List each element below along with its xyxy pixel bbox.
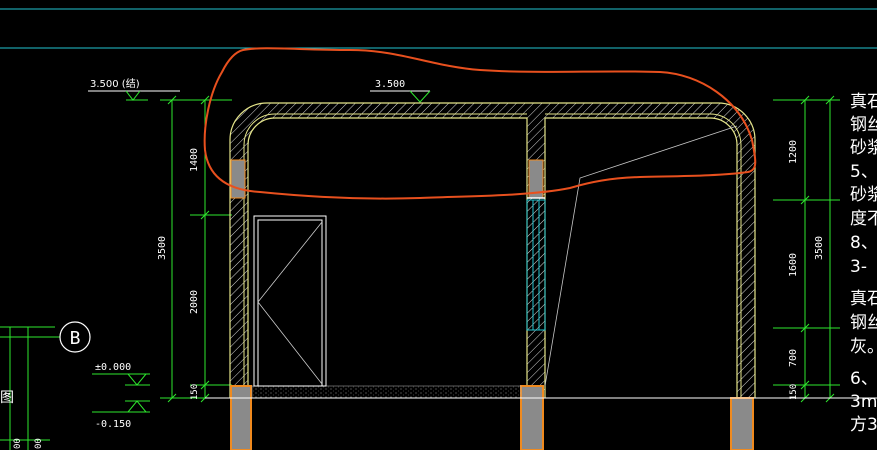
note-line-0: 真石 [850, 92, 877, 112]
dim-left-overall: 3500 [157, 236, 168, 260]
markup-circle [203, 47, 757, 200]
dim-right-lower: 700 [788, 349, 799, 367]
canopy-outer-outline [229, 102, 756, 398]
note-line-4: 砂浆 [850, 185, 877, 205]
window-cyan [526, 199, 546, 331]
left-edge-glyph: 图 [0, 390, 14, 406]
column-left-upper [230, 159, 246, 199]
left-edge-fragment-lines [0, 326, 55, 450]
canopy-shell-hatch [230, 103, 755, 398]
elevation-label-top-center: 3.500 [375, 79, 405, 90]
dim-right-upper: 1200 [788, 140, 799, 164]
elevation-marker-top-left [88, 90, 180, 101]
column-right-base [730, 397, 754, 450]
note-line-6: 8、 [850, 233, 877, 253]
left-edge-number-b: 00 [34, 438, 44, 449]
dim-right-base: 150 [789, 384, 799, 400]
note-line-3: 5、 [850, 162, 877, 182]
note-line-7: 3- [850, 257, 867, 277]
elevation-label-top-left: 3.500 (结) [90, 77, 140, 90]
canopy-inner-outline-right [544, 117, 738, 398]
floor-slab [251, 385, 522, 399]
left-dimension-chain [160, 95, 232, 403]
right-dimension-chain [773, 95, 840, 403]
note-line-1: 钢丝 [850, 115, 877, 135]
notes-right: 真石 钢丝 砂浆 5、 砂浆 度不 8、 3- 真石 钢丝 灰。 6、 3m 方… [850, 92, 877, 435]
elevation-marker-ground [92, 373, 150, 386]
dim-right-middle: 1600 [788, 253, 799, 277]
elevation-label-below-ground: -0.150 [95, 419, 131, 430]
note-line-2: 砂浆 [850, 138, 877, 158]
note-line-10: 灰。 [850, 337, 877, 357]
dim-left-base: 150 [190, 384, 200, 400]
elevation-marker-below-ground [92, 400, 150, 413]
dim-left-middle: 2000 [189, 290, 200, 314]
elevation-label-ground: ±0.000 [95, 362, 131, 373]
note-line-13: 方3 [850, 415, 877, 435]
column-left-base [230, 385, 252, 450]
column-mid-base [520, 385, 544, 450]
note-line-11: 6、 [850, 369, 877, 389]
canopy-finish-line [243, 113, 742, 398]
canopy-inner-outline-left [247, 117, 528, 398]
column-blocks [230, 159, 754, 450]
note-line-12: 3m [850, 392, 877, 412]
note-line-9: 钢丝 [850, 313, 877, 333]
left-edge-number-a: 00 [13, 438, 23, 449]
door [253, 215, 327, 387]
grid-axis-label: B [70, 328, 81, 349]
dim-right-overall: 3500 [814, 236, 825, 260]
dim-left-upper: 1400 [189, 148, 200, 172]
note-line-5: 度不 [850, 209, 877, 229]
note-line-8: 真石 [850, 289, 877, 309]
leader-line [544, 125, 738, 387]
canopy-section [229, 102, 756, 398]
elevation-marker-top-center [370, 90, 431, 103]
